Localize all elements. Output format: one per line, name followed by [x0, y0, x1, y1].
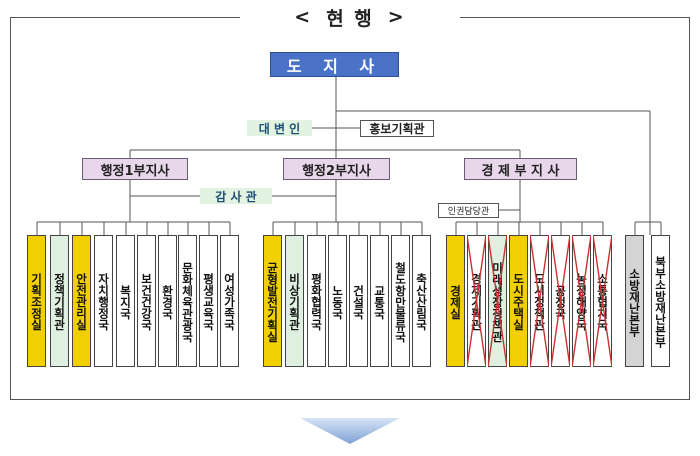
unit-box: 평생교육국 [199, 235, 218, 367]
title-text: 현 행 [326, 7, 374, 30]
unit-box: 보건건강국 [137, 235, 156, 367]
left-bracket: < [294, 6, 313, 28]
unit-box: 미래성장정책관 [488, 235, 507, 367]
unit-box: 도시주택실 [509, 235, 528, 367]
unit-box: 도시정책관 [530, 235, 549, 367]
human-rights-box: 인권담당관 [438, 203, 499, 218]
unit-box: 소통협치국 [593, 235, 612, 367]
unit-box: 문화체육관광국 [178, 235, 197, 367]
unit-box: 균형발전기획실 [263, 235, 282, 367]
unit-box: 교통국 [370, 235, 389, 367]
unit-box: 경제실 [446, 235, 465, 367]
deputy-1-box: 행정1부지사 [82, 158, 188, 180]
unit-box: 자치행정국 [94, 235, 113, 367]
deputy-2-box: 행정2부지사 [283, 158, 390, 180]
pr-office-box: 홍보기획관 [360, 120, 434, 137]
unit-box: 노동국 [328, 235, 347, 367]
unit-box: 북부소방재난본부 [651, 235, 670, 367]
audit-box: 감 사 관 [200, 188, 272, 204]
governor-box: 도 지 사 [270, 52, 399, 77]
right-bracket: > [387, 6, 406, 28]
unit-box: 소방재난본부 [625, 235, 644, 367]
unit-box: 안전관리실 [72, 235, 91, 367]
unit-box: 철도항만물류국 [391, 235, 410, 367]
unit-box: 정책기획관 [50, 235, 69, 367]
unit-box: 건설국 [349, 235, 368, 367]
unit-box: 여성가족국 [220, 235, 239, 367]
unit-box: 공정국 [551, 235, 570, 367]
spokesperson-box: 대 변 인 [247, 120, 312, 136]
down-arrow-icon [300, 418, 400, 444]
unit-box: 복지국 [116, 235, 135, 367]
unit-box: 환경국 [158, 235, 177, 367]
unit-box: 경제기획관 [467, 235, 486, 367]
unit-box: 비상기획관 [285, 235, 304, 367]
unit-box: 농정해양국 [572, 235, 591, 367]
unit-box: 평화협력국 [307, 235, 326, 367]
deputy-3-box: 경 제 부 지 사 [464, 158, 577, 180]
unit-box: 기획조정실 [27, 235, 46, 367]
unit-box: 축산산림국 [412, 235, 431, 367]
page-title: < 현 행 > [240, 4, 460, 30]
